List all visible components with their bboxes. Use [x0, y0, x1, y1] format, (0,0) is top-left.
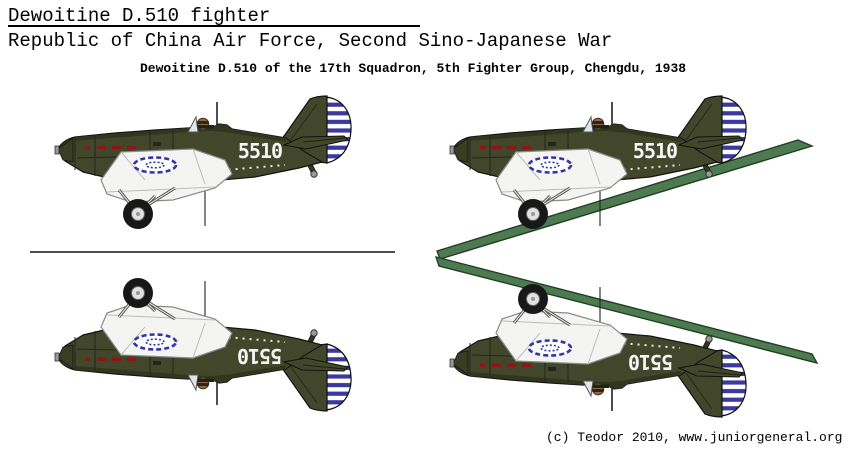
- wing-strip-lower: [434, 256, 819, 365]
- page-subtitle: Republic of China Air Force, Second Sino…: [8, 30, 613, 52]
- wing-strip-upper: [436, 139, 815, 260]
- serial-number-bottom-left-inverted: 5510: [238, 344, 282, 368]
- sheet-caption: Dewoitine D.510 of the 17th Squadron, 5t…: [140, 61, 687, 76]
- aircraft-profile-bottom-left-inverted: [53, 276, 353, 413]
- title-underline: [8, 25, 420, 27]
- aircraft-profile-top-left: [53, 94, 353, 231]
- page-title: Dewoitine D.510 fighter: [8, 5, 271, 27]
- credit-text: (c) Teodor 2010, www.juniorgeneral.org: [546, 430, 843, 445]
- serial-number-bottom-right-inverted: 5510: [629, 350, 673, 374]
- serial-number-top-right: 5510: [633, 139, 677, 163]
- serial-number-top-left: 5510: [238, 139, 282, 163]
